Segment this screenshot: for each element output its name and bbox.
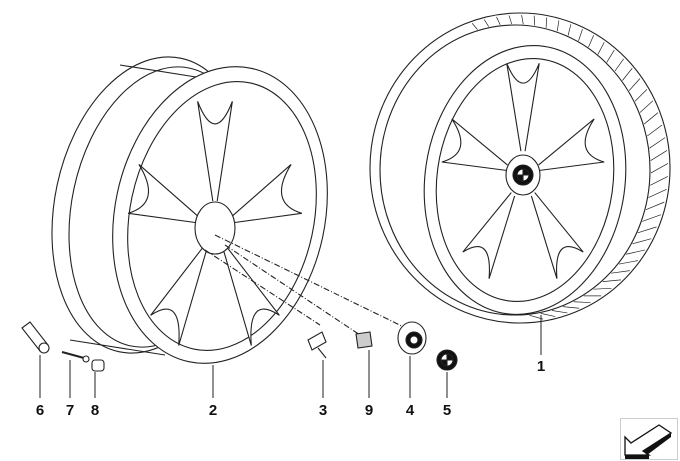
spoke — [530, 192, 584, 279]
callout-1[interactable]: 1 — [536, 358, 546, 375]
rim-assembly — [51, 56, 328, 364]
tread-groove — [533, 15, 536, 26]
tread-groove — [626, 249, 646, 255]
tread-groove — [593, 287, 612, 290]
spoke — [506, 63, 540, 152]
callout-8[interactable]: 8 — [90, 402, 100, 419]
tread-groove — [578, 29, 583, 42]
callout-9[interactable]: 9 — [364, 402, 374, 419]
tread-groove — [496, 16, 501, 26]
tread-groove — [639, 100, 654, 113]
spoke — [462, 192, 516, 279]
tread-groove — [650, 163, 669, 174]
tread-groove — [573, 301, 591, 303]
valve-insert-part — [61, 351, 90, 363]
tread-groove — [602, 279, 622, 282]
tire-tread — [471, 14, 669, 320]
valve-part — [21, 321, 50, 354]
tread-groove — [647, 124, 663, 137]
emblem-part — [436, 349, 458, 371]
callout-7[interactable]: 7 — [65, 402, 75, 419]
tread-groove — [611, 270, 630, 274]
tread-groove — [648, 189, 667, 198]
complete-wheel — [369, 12, 671, 324]
callout-2[interactable]: 2 — [208, 402, 218, 419]
spoke — [197, 101, 233, 202]
balance-weight-part — [355, 331, 373, 349]
tread-groove — [618, 260, 638, 265]
tread-groove — [632, 238, 652, 245]
tread-groove — [650, 176, 668, 186]
bmw-logo-icon — [512, 164, 534, 186]
tread-groove — [634, 89, 648, 102]
callout-6[interactable]: 6 — [35, 402, 45, 419]
rim-hub — [194, 201, 236, 255]
tread-groove — [588, 35, 594, 48]
spoke — [128, 164, 199, 224]
tread-groove — [567, 24, 572, 36]
spoke — [223, 247, 280, 346]
tread-groove — [637, 226, 657, 234]
callout-4[interactable]: 4 — [405, 402, 415, 419]
tread-groove — [483, 19, 490, 27]
tread-groove — [622, 68, 633, 81]
tread-groove — [471, 22, 478, 30]
tread-groove — [642, 214, 662, 222]
tread-groove — [649, 137, 666, 149]
tread-groove — [562, 306, 580, 309]
wheel-spokes — [441, 63, 605, 279]
navigate-back-button[interactable] — [620, 418, 678, 460]
tread-groove — [606, 49, 615, 63]
rim-spokes — [128, 101, 302, 346]
tread-groove — [521, 14, 524, 25]
valve-cap-part — [91, 359, 105, 372]
callout-3[interactable]: 3 — [318, 402, 328, 419]
arrow-down-left-icon — [624, 424, 673, 459]
tread-groove — [597, 42, 605, 55]
tread-groove — [643, 112, 659, 125]
spoke — [441, 118, 508, 171]
tread-groove — [551, 310, 568, 314]
tread-groove — [650, 150, 668, 161]
spoke — [150, 247, 207, 346]
tread-groove — [556, 20, 560, 32]
tread-groove — [628, 78, 641, 91]
spoke — [538, 118, 605, 171]
tread-groove — [540, 313, 556, 317]
callout-5[interactable]: 5 — [442, 402, 452, 419]
tread-groove — [614, 58, 624, 72]
spoke — [231, 164, 302, 224]
tread-groove — [645, 201, 665, 210]
wheel-bolt-part — [307, 331, 327, 359]
tread-groove — [508, 15, 513, 25]
tread-groove — [545, 17, 547, 28]
hub-cap-part — [397, 321, 427, 355]
